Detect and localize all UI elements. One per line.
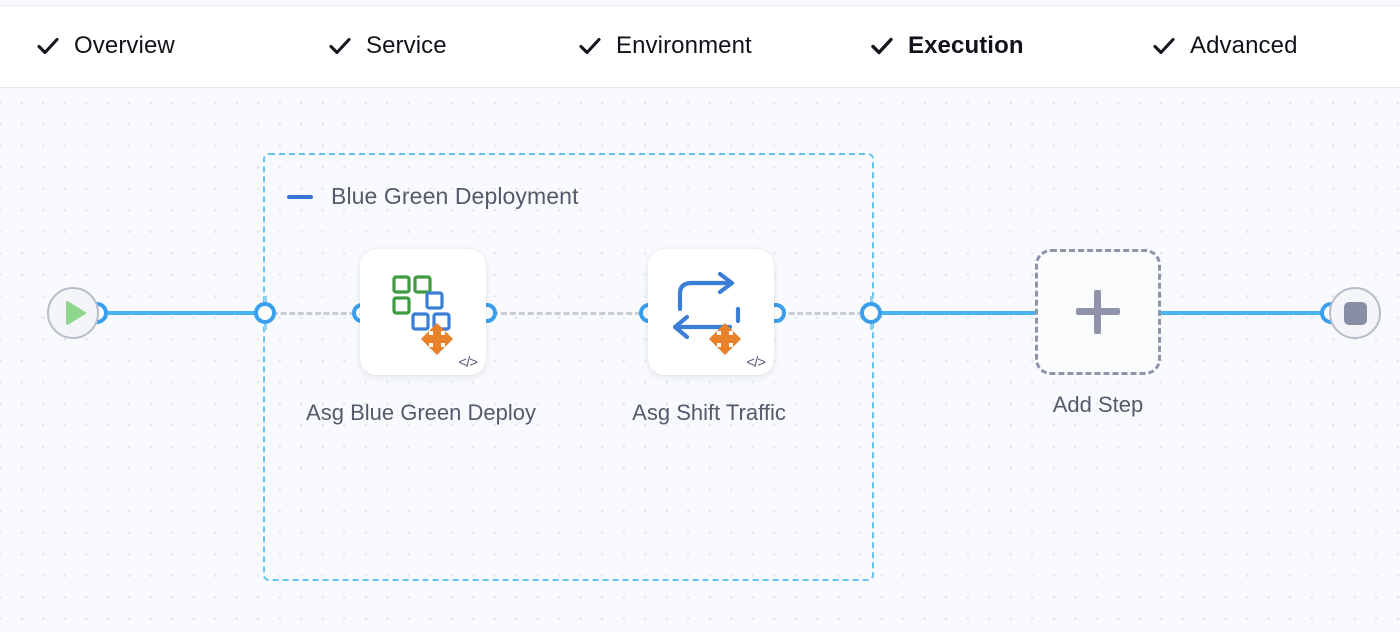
end-node[interactable] (1329, 287, 1381, 339)
code-badge-icon: </> (746, 354, 766, 371)
step-group-blue-green-deployment[interactable]: Blue Green Deployment (263, 153, 874, 581)
tab-label: Service (366, 32, 447, 59)
step-node-asg-shift-traffic[interactable]: </> (648, 249, 774, 375)
window-top-strip (0, 0, 1400, 6)
check-icon (328, 34, 352, 58)
tab-label: Advanced (1190, 32, 1298, 59)
step-label-asg-blue-green-deploy: Asg Blue Green Deploy (306, 400, 536, 425)
asg-blue-green-deploy-icon (380, 269, 466, 355)
pipeline-canvas[interactable]: Blue Green Deployment (0, 88, 1400, 632)
check-icon (1152, 34, 1176, 58)
add-step-button[interactable] (1035, 249, 1161, 375)
connector-group-to-add-step (878, 311, 1038, 315)
code-badge-icon: </> (458, 354, 478, 371)
start-node[interactable] (47, 287, 99, 339)
asg-shift-traffic-icon (668, 269, 754, 355)
tab-execution[interactable]: Execution (870, 21, 1024, 71)
stage-tab-bar: Overview Service Environment Execution A (0, 7, 1400, 104)
stop-icon (1343, 301, 1367, 325)
check-icon (870, 34, 894, 58)
tab-overview[interactable]: Overview (36, 21, 175, 71)
connector-add-step-to-end (1159, 311, 1331, 315)
tab-environment[interactable]: Environment (578, 21, 752, 71)
step-group-header[interactable]: Blue Green Deployment (287, 183, 579, 210)
minus-icon[interactable] (287, 194, 313, 199)
tab-advanced[interactable]: Advanced (1152, 21, 1298, 71)
tab-label: Environment (616, 32, 752, 59)
step-group-title: Blue Green Deployment (331, 183, 579, 209)
connector-start-to-group (98, 311, 266, 315)
play-icon (66, 300, 87, 326)
check-icon (36, 34, 60, 58)
step-node-asg-blue-green-deploy[interactable]: </> (360, 249, 486, 375)
check-icon (578, 34, 602, 58)
step-label-asg-shift-traffic: Asg Shift Traffic (632, 400, 786, 425)
tab-label: Execution (908, 32, 1024, 59)
add-step-label: Add Step (1052, 392, 1144, 417)
plus-icon (1076, 290, 1120, 334)
tab-label: Overview (74, 32, 175, 59)
tab-service[interactable]: Service (328, 21, 447, 71)
